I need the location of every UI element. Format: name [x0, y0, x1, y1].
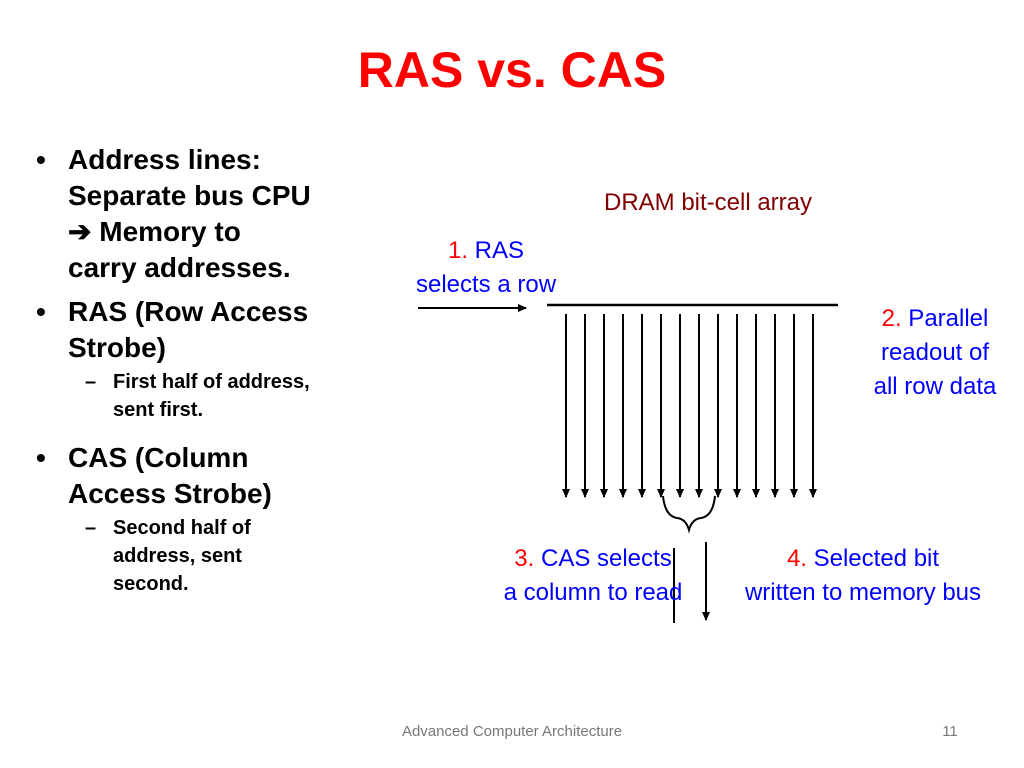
bullet-text-line: Address lines: — [68, 144, 261, 175]
step4-number: 4. — [786, 545, 807, 572]
step1-text: RAS — [468, 237, 525, 264]
step3-line1: 3. CAS selects — [478, 542, 708, 576]
slide-title: RAS vs. CAS — [357, 42, 667, 98]
step3-line2: a column to read — [503, 579, 683, 606]
bullet-address-lines: • Address lines: Separate bus CPU ➔ Memo… — [30, 142, 375, 286]
step4-label: 4. Selected bit written to memory bus — [716, 542, 1010, 610]
step1-line1: 1. RAS — [400, 234, 572, 268]
step4-line2: written to memory bus — [744, 579, 982, 606]
step2-number: 2. — [881, 305, 902, 332]
step1-label: 1. RAS selects a row — [400, 234, 572, 302]
step2-line2: readout of — [880, 339, 990, 366]
sub-bullet-text-line: Second half of — [113, 517, 251, 539]
dram-array-label: DRAM bit-cell array — [603, 189, 813, 216]
sub-bullet-text-line: second. — [113, 573, 189, 595]
sub-bullet-ras: – First half of address, sent first. — [30, 368, 375, 424]
bullet-text-line: ➔ Memory to — [68, 214, 375, 250]
footer-course-title: Advanced Computer Architecture — [401, 723, 623, 740]
right-arrow-icon: ➔ — [68, 216, 92, 247]
bullet-marker: • — [36, 442, 46, 473]
step2-line3: all row data — [873, 373, 997, 400]
bullet-text-line: Access Strobe) — [68, 478, 272, 509]
sub-bullet-marker: – — [85, 517, 97, 539]
bullet-text-line: CAS (Column — [68, 442, 249, 473]
sub-bullet-text-line: sent first. — [113, 399, 204, 421]
bullet-text-line: Strobe) — [68, 332, 166, 363]
bullet-marker: • — [36, 144, 46, 175]
bullet-text-line: Separate bus CPU — [68, 180, 311, 211]
step3-text: CAS selects — [534, 545, 672, 572]
bullet-text-line: RAS (Row Access — [68, 296, 309, 327]
bullet-text-segment: Memory to — [91, 216, 241, 247]
column-readout-lines — [562, 314, 817, 498]
step2-label: 2. Parallel readout of all row data — [855, 302, 1015, 404]
sub-bullet-text-line: First half of address, — [113, 371, 310, 393]
step2-line1: 2. Parallel — [855, 302, 1015, 336]
step4-text: Selected bit — [806, 545, 940, 572]
sub-bullet-text-line: address, sent — [113, 545, 242, 567]
sub-bullet-marker: – — [85, 371, 97, 393]
sub-bullet-cas: – Second half of address, sent second. — [30, 514, 375, 598]
page-number: 11 — [942, 723, 958, 740]
bullet-cas: • CAS (Column Access Strobe) — [30, 440, 375, 512]
bullet-text-line: carry addresses. — [68, 252, 291, 283]
step4-line1: 4. Selected bit — [716, 542, 1010, 576]
step2-text: Parallel — [901, 305, 989, 332]
step3-label: 3. CAS selects a column to read — [478, 542, 708, 610]
step1-line2: selects a row — [415, 271, 557, 298]
bullet-ras: • RAS (Row Access Strobe) — [30, 294, 375, 366]
step3-number: 3. — [514, 545, 535, 572]
step1-number: 1. — [447, 237, 468, 264]
column-select-brace — [662, 495, 716, 534]
bullet-list: • Address lines: Separate bus CPU ➔ Memo… — [30, 142, 375, 614]
bullet-marker: • — [36, 296, 46, 327]
